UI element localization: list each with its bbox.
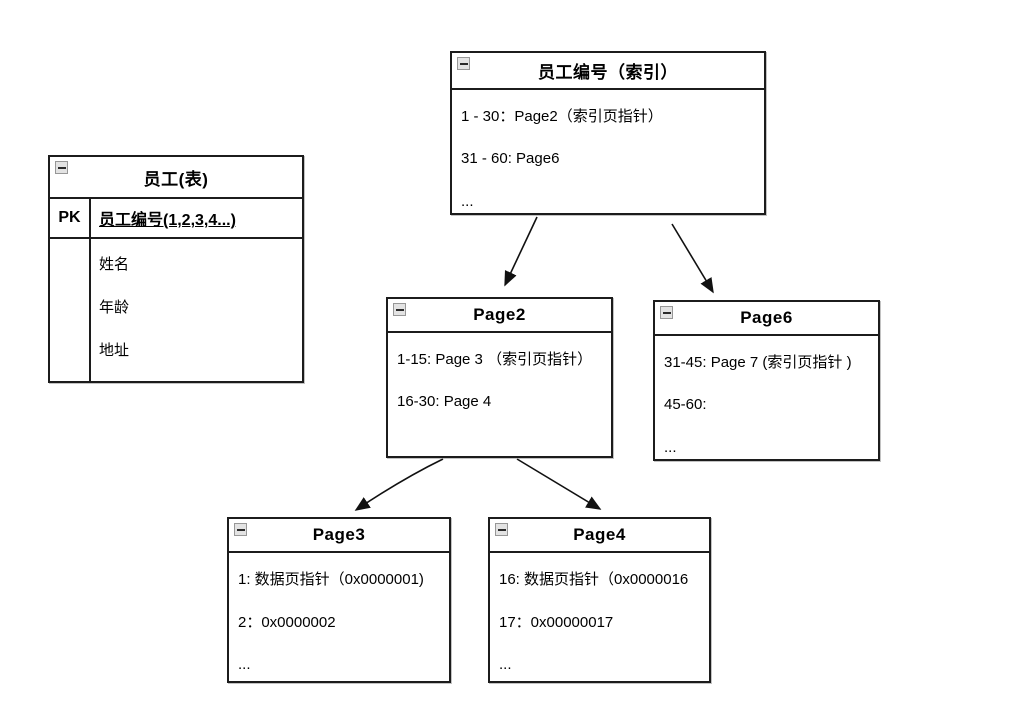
minus-glyph [395, 308, 404, 311]
minus-glyph [662, 311, 671, 314]
page4-title: Page4 [573, 525, 626, 544]
field-address: 地址 [99, 342, 130, 359]
page4-entry: 17：0x00000017 [499, 614, 614, 631]
page4-box: Page4 16: 数据页指针（0x0000016 17：0x00000017 … [488, 517, 711, 683]
minus-glyph [236, 528, 245, 531]
page3-entry: 1: 数据页指针（0x0000001) [238, 571, 424, 588]
page6-entry: 45-60: [664, 396, 707, 413]
index-entry: 31 - 60: Page6 [461, 150, 560, 167]
pk-field: 员工编号(1,2,3,4...) [99, 212, 236, 229]
index-entry: 1 - 30：Page2（索引页指针） [461, 108, 663, 125]
page4-title-bar: Page4 [490, 519, 709, 553]
page6-box: Page6 31-45: Page 7 (索引页指针 ) 45-60: ... [653, 300, 880, 461]
page2-box: Page2 1-15: Page 3 （索引页指针） 16-30: Page 4 [386, 297, 613, 458]
page6-entry: 31-45: Page 7 (索引页指针 ) [664, 354, 852, 371]
page2-title: Page2 [473, 305, 526, 324]
primary-key-row: PK 员工编号(1,2,3,4...) [50, 199, 302, 239]
field-name: 姓名 [99, 256, 130, 273]
minus-glyph [497, 528, 506, 531]
collapse-icon[interactable] [660, 306, 673, 319]
pk-label: PK [50, 199, 91, 237]
page4-entry: ... [499, 656, 512, 673]
pk-gutter [50, 239, 91, 381]
index-root-title-bar: 员工编号（索引） [452, 53, 764, 90]
page3-entry: 2：0x0000002 [238, 614, 336, 631]
index-entry: ... [461, 193, 474, 210]
page2-entry: 16-30: Page 4 [397, 393, 492, 410]
collapse-icon[interactable] [234, 523, 247, 536]
arrow-index-to-page2 [504, 216, 538, 287]
arrow-index-to-page6 [671, 223, 714, 294]
collapse-icon[interactable] [457, 57, 470, 70]
index-root-box: 员工编号（索引） 1 - 30：Page2（索引页指针） 31 - 60: Pa… [450, 51, 766, 215]
page3-entry: ... [238, 656, 251, 673]
page3-title-bar: Page3 [229, 519, 449, 553]
employee-fields-area: 姓名 年龄 地址 [50, 239, 302, 381]
page3-title: Page3 [312, 525, 366, 544]
collapse-icon[interactable] [55, 161, 68, 174]
collapse-icon[interactable] [495, 523, 508, 536]
page4-entry: 16: 数据页指针（0x0000016 [499, 571, 689, 588]
arrow-page2-to-page4 [516, 458, 602, 510]
employee-table-title: 员工(表) [143, 169, 209, 189]
collapse-icon[interactable] [393, 303, 406, 316]
index-root-title: 员工编号（索引） [538, 63, 678, 82]
page6-title: Page6 [740, 308, 793, 327]
minus-glyph [459, 62, 468, 65]
page2-entry: 1-15: Page 3 （索引页指针） [397, 351, 593, 368]
page2-title-bar: Page2 [388, 299, 611, 333]
arrow-page2-to-page3 [354, 458, 444, 511]
field-age: 年龄 [99, 299, 130, 316]
page6-title-bar: Page6 [655, 302, 878, 336]
employee-table-box: 员工(表) PK 员工编号(1,2,3,4...) 姓名 年龄 地址 [48, 155, 304, 383]
page3-box: Page3 1: 数据页指针（0x0000001) 2：0x0000002 ..… [227, 517, 451, 683]
page6-entry: ... [664, 439, 677, 456]
employee-table-title-bar: 员工(表) [50, 157, 302, 199]
minus-glyph [57, 166, 66, 169]
